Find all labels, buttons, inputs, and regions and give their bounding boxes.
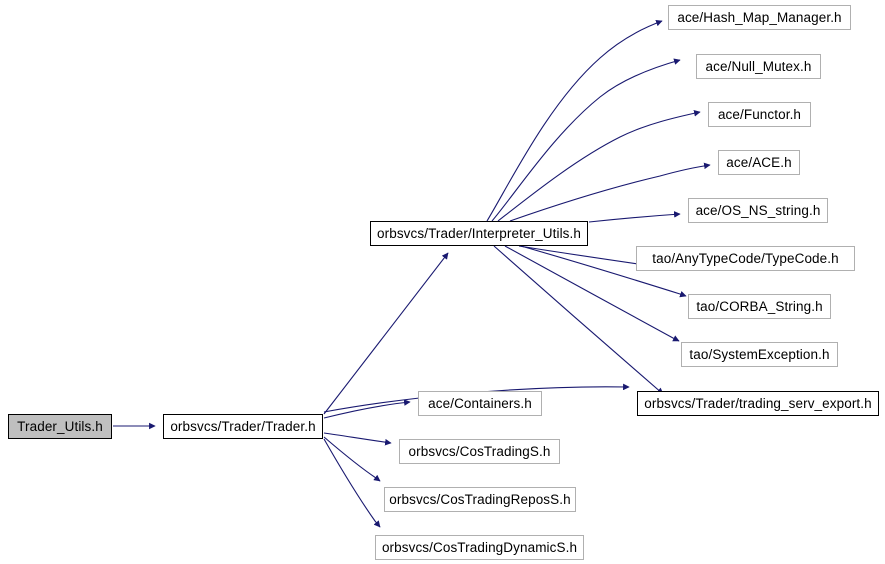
- graph-node-costradingdynamic[interactable]: orbsvcs/CosTradingDynamicS.h: [375, 535, 584, 560]
- graph-edge: [509, 162, 711, 222]
- graph-node-os_ns_string[interactable]: ace/OS_NS_string.h: [688, 198, 828, 223]
- graph-node-label: ace/Containers.h: [428, 395, 532, 411]
- graph-node-label: Trader_Utils.h: [17, 418, 103, 434]
- graph-node-label: tao/AnyTypeCode/TypeCode.h: [652, 250, 839, 266]
- graph-node-label: ace/Functor.h: [717, 106, 802, 122]
- graph-node-label: ace/Hash_Map_Manager.h: [677, 9, 842, 25]
- graph-node-costradings[interactable]: orbsvcs/CosTradingS.h: [399, 439, 560, 464]
- graph-node-hash_map_manager[interactable]: ace/Hash_Map_Manager.h: [668, 5, 851, 30]
- graph-node-functor[interactable]: ace/Functor.h: [708, 102, 811, 127]
- graph-node-corba_string[interactable]: tao/CORBA_String.h: [688, 294, 831, 319]
- graph-node-trader_utils[interactable]: Trader_Utils.h: [8, 414, 112, 439]
- graph-edge: [486, 19, 663, 222]
- graph-node-null_mutex[interactable]: ace/Null_Mutex.h: [696, 54, 821, 79]
- graph-node-label: tao/SystemException.h: [689, 346, 830, 362]
- graph-edge: [497, 110, 701, 222]
- graph-node-containers[interactable]: ace/Containers.h: [418, 391, 542, 416]
- graph-node-trading_serv_export[interactable]: orbsvcs/Trader/trading_serv_export.h: [637, 391, 879, 416]
- graph-node-label: ace/OS_NS_string.h: [695, 202, 821, 218]
- graph-node-label: orbsvcs/Trader/trading_serv_export.h: [644, 395, 872, 411]
- graph-edge: [518, 245, 646, 268]
- graph-edge: [323, 399, 411, 419]
- graph-edge: [323, 252, 449, 415]
- graph-edge: [323, 436, 381, 482]
- graph-node-ace[interactable]: ace/ACE.h: [718, 150, 800, 175]
- graph-node-system_exception[interactable]: tao/SystemException.h: [681, 342, 838, 367]
- graph-node-label: orbsvcs/Trader/Trader.h: [170, 418, 316, 434]
- graph-edge: [491, 58, 681, 222]
- graph-node-label: orbsvcs/Trader/Interpreter_Utils.h: [377, 225, 581, 241]
- graph-node-typecode[interactable]: tao/AnyTypeCode/TypeCode.h: [636, 246, 855, 271]
- graph-edge: [588, 211, 681, 223]
- graph-edge: [323, 438, 381, 528]
- graph-edge: [323, 432, 392, 446]
- graph-node-label: tao/CORBA_String.h: [696, 298, 823, 314]
- graph-node-costradingrepos[interactable]: orbsvcs/CosTradingReposS.h: [384, 487, 576, 512]
- graph-node-label: orbsvcs/CosTradingReposS.h: [389, 491, 571, 507]
- graph-node-label: orbsvcs/CosTradingDynamicS.h: [381, 539, 578, 555]
- graph-node-trader[interactable]: orbsvcs/Trader/Trader.h: [163, 414, 323, 439]
- graph-node-label: ace/ACE.h: [726, 154, 792, 170]
- graph-node-label: orbsvcs/CosTradingS.h: [408, 443, 551, 459]
- graph-node-interpreter_utils[interactable]: orbsvcs/Trader/Interpreter_Utils.h: [370, 221, 588, 246]
- graph-node-label: ace/Null_Mutex.h: [705, 58, 812, 74]
